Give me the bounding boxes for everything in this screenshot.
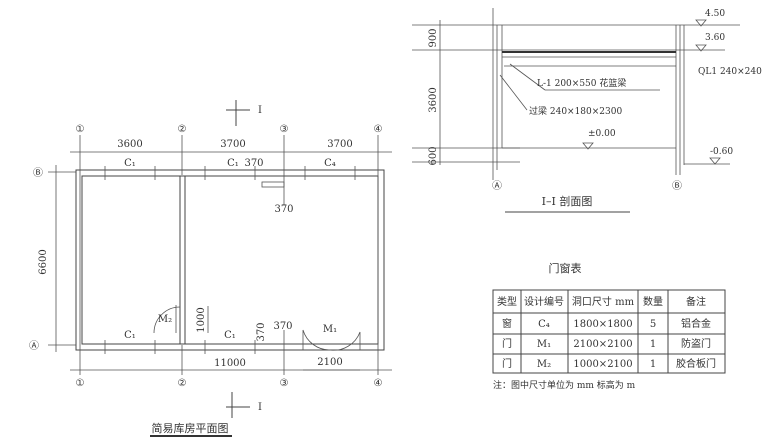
header-size: 洞口尺寸 mm (572, 295, 635, 308)
axis-1-bottom: ① (76, 378, 85, 389)
window-c-3: C₄ (324, 158, 336, 169)
dim-3700-b: 3700 (327, 139, 352, 150)
cell: 铝合金 (681, 317, 711, 330)
header-qty: 数量 (643, 295, 663, 308)
window-c-1: C₁ (124, 158, 136, 169)
elev-neg-0-60: -0.60 (710, 147, 733, 157)
axis-1-top: ① (76, 124, 85, 135)
dim-370-bottom-b: 370 (273, 321, 292, 332)
cell: 门 (502, 337, 512, 350)
door-m2-swing (153, 305, 181, 334)
cell: 防盗门 (681, 337, 711, 350)
window-c-4: C₁ (124, 330, 136, 341)
axis-2-top: ② (178, 124, 187, 135)
door-m2-label: M₂ (158, 314, 172, 325)
window-c-5: C₁ (224, 330, 236, 341)
axis-4-top: ④ (374, 124, 383, 135)
plan-title: 简易库房平面图 (152, 421, 229, 435)
ql1-label: QL1 240×240 (698, 67, 762, 77)
dim-600: 600 (428, 146, 439, 165)
cell: 胶合板门 (676, 357, 716, 370)
window-c-2: C₁ (227, 158, 239, 169)
door-window-schedule: 门窗表 类型 设计编号 洞口尺寸 mm 数量 备注 窗 C₄ 1800×1800… (492, 261, 726, 391)
cell: C₄ (538, 319, 550, 330)
cell: 2100×2100 (573, 339, 632, 350)
cell: 1800×1800 (573, 319, 632, 330)
cell: 1 (650, 359, 656, 370)
axis-3-bottom: ③ (280, 378, 289, 389)
axis-4-bottom: ④ (374, 378, 383, 389)
axis-2-bottom: ② (178, 378, 187, 389)
dim-3700-a: 3700 (220, 139, 245, 150)
window-marks (104, 166, 356, 354)
cell: 1 (650, 339, 656, 350)
section-view: 900 3600 600 4.50 3.60 QL1 240×240 L-1 2… (412, 8, 762, 213)
axis-a: Ⓐ (29, 340, 39, 352)
cell: M₂ (537, 359, 551, 370)
elev-0-00: ±0.00 (588, 129, 616, 139)
axis-3-top: ③ (280, 124, 289, 135)
table-row: 窗 C₄ 1800×1800 5 铝合金 (502, 317, 711, 330)
dim-370-top: 370 (244, 158, 263, 169)
section-axis-b: Ⓑ (672, 180, 682, 192)
header-type: 类型 (497, 295, 517, 308)
table-row: 门 M₂ 1000×2100 1 胶合板门 (502, 357, 716, 370)
floor-plan: ① ② ③ ④ ① ② ③ ④ Ⓑ Ⓐ 3600 3700 3700 11000… (29, 100, 392, 437)
cell: 门 (502, 357, 512, 370)
dim-370-below: 370 (274, 204, 293, 215)
table-title: 门窗表 (549, 261, 582, 275)
table-row: 门 M₁ 2100×2100 1 防盗门 (502, 337, 711, 350)
dim-900: 900 (428, 28, 439, 47)
lintel-label: 过梁 240×180×2300 (529, 105, 622, 117)
cell: 5 (650, 319, 656, 330)
inner-wall (81, 175, 379, 345)
elev-4-50: 4.50 (705, 9, 725, 19)
elevation-markers (582, 19, 721, 165)
door-m1-dim: 2100 (317, 357, 342, 368)
header-code: 设计编号 (524, 295, 564, 308)
outer-wall (75, 169, 385, 351)
door-m1-label: M₁ (323, 324, 337, 335)
section-title: I–I 剖面图 (542, 194, 593, 208)
table-header: 类型 设计编号 洞口尺寸 mm 数量 备注 (497, 295, 706, 308)
section-mark-bottom (226, 392, 250, 418)
dim-6600: 6600 (38, 249, 49, 274)
dim-3600: 3600 (117, 139, 142, 150)
section-label-bottom: I (258, 402, 262, 413)
beam-l1-label: L-1 200×550 花篮梁 (537, 77, 626, 89)
header-note: 备注 (686, 295, 706, 308)
table-note: 注：图中尺寸单位为 mm 标高为 m (493, 379, 636, 391)
door-m2-dim: 1000 (196, 307, 207, 332)
plan-axis-labels: ① ② ③ ④ ① ② ③ ④ Ⓑ Ⓐ (29, 124, 383, 389)
cell: 1000×2100 (573, 359, 632, 370)
dim-11000: 11000 (214, 358, 246, 369)
axis-b: Ⓑ (33, 167, 43, 179)
cell: 窗 (502, 317, 512, 330)
elev-3-60: 3.60 (705, 33, 725, 43)
section-mark-top (226, 100, 250, 126)
section-label-top: I (258, 105, 262, 116)
section-axis-a: Ⓐ (492, 180, 502, 192)
cell: M₁ (537, 339, 551, 350)
dim-3600-section: 3600 (428, 87, 439, 112)
dim-370-bottom-a: 370 (256, 322, 267, 341)
door-m1-swing (302, 329, 361, 351)
